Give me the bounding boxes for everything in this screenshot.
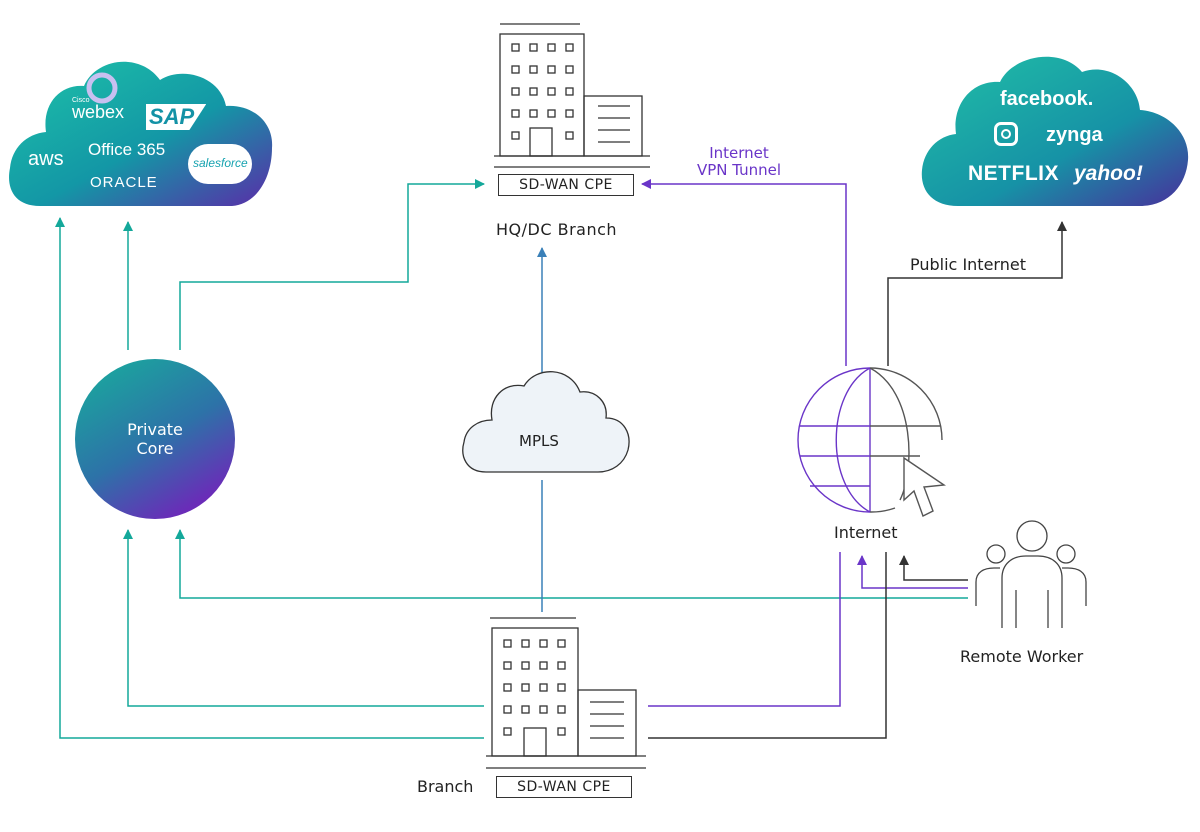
mpls-label: MPLS [519, 432, 559, 450]
link-remote-to-internet-purple [857, 555, 968, 589]
link-remote-to-private-core [175, 529, 968, 599]
netflix-logo: NETFLIX [968, 162, 1059, 185]
hq-sdwan-cpe: SD-WAN CPE [498, 174, 634, 196]
webex-ring-icon [86, 72, 118, 104]
link-internet-to-public [887, 221, 1067, 366]
mpls-cloud [462, 371, 630, 473]
branch-label: Branch [417, 777, 474, 796]
internet-label: Internet [834, 523, 898, 542]
link-remote-to-internet-dark [899, 555, 968, 581]
office365-logo: Office 365 [88, 140, 166, 159]
link-branch-to-saas [55, 217, 484, 739]
vpn-tunnel-label-line1: Internet [709, 144, 769, 162]
internet-globe-icon [797, 367, 946, 517]
branch-windows [503, 639, 566, 736]
sap-logo: SAP [146, 104, 207, 130]
link-branch-to-private-core [123, 529, 484, 707]
zynga-logo: zynga [1046, 124, 1103, 146]
remote-worker-icon [975, 520, 1087, 628]
connectors [55, 179, 1067, 739]
vpn-tunnel-label-line2: VPN Tunnel [696, 161, 782, 179]
private-core-circle [75, 359, 235, 519]
branch-sdwan-cpe: SD-WAN CPE [496, 776, 632, 798]
hq-label: HQ/DC Branch [496, 220, 618, 239]
branch-building [486, 617, 646, 769]
remote-worker-label: Remote Worker [960, 647, 1084, 666]
instagram-icon [994, 122, 1018, 146]
consumer-cloud [921, 56, 1189, 206]
link-branch-to-internet-purple [648, 552, 841, 707]
aws-logo: aws [28, 148, 64, 170]
link-internet-vpn-to-hq [641, 179, 847, 366]
salesforce-text: salesforce [193, 156, 248, 170]
hq-windows [511, 43, 574, 140]
salesforce-logo [188, 144, 252, 184]
hq-building [494, 23, 650, 168]
private-core-label-line2: Core [136, 439, 174, 458]
yahoo-logo: yahoo! [1074, 162, 1143, 185]
public-internet-label: Public Internet [910, 255, 1026, 274]
link-private-core-to-hq [179, 179, 485, 350]
oracle-logo: ORACLE [90, 174, 158, 191]
cursor-icon [903, 456, 946, 517]
cisco-text: Cisco [72, 97, 90, 104]
link-branch-to-internet-dark [648, 552, 887, 739]
facebook-logo: facebook. [1000, 88, 1094, 110]
webex-text: webex [72, 102, 125, 122]
private-core-label-line1: Private [127, 420, 183, 439]
